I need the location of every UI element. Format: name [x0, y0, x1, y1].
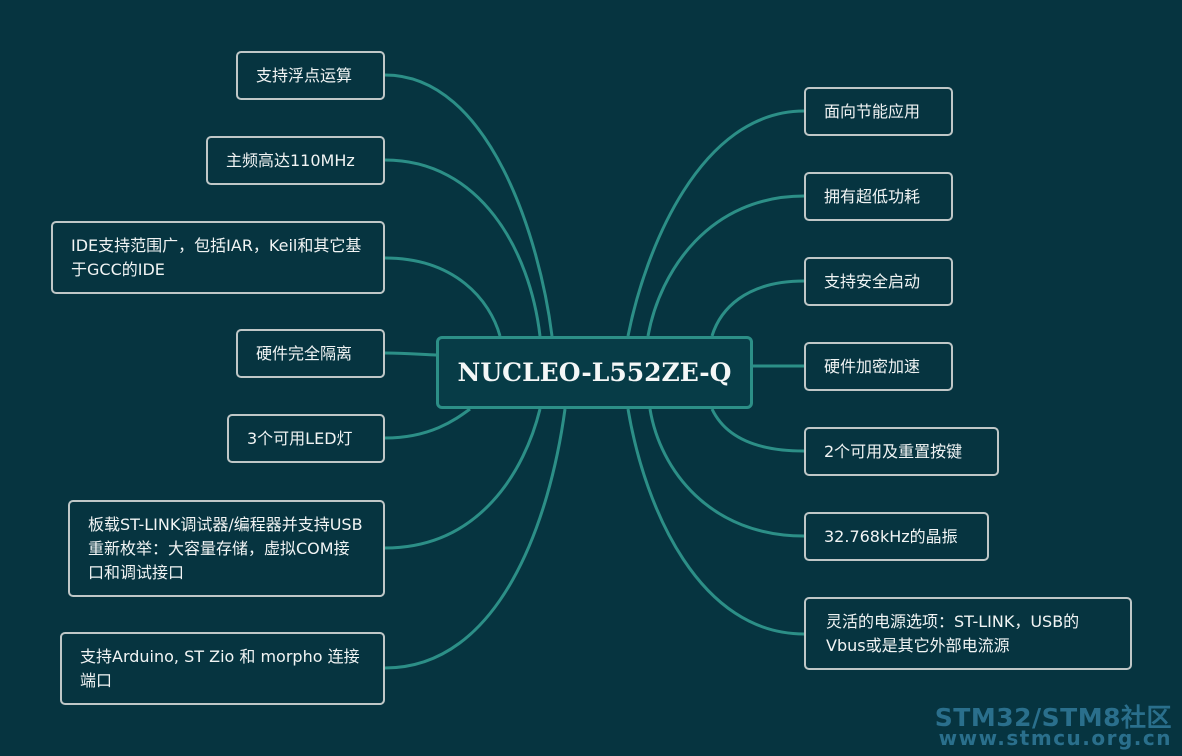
node-label: 支持浮点运算: [256, 65, 353, 85]
node-st-link[interactable]: 板载ST-LINK调试器/编程器并支持USB重新枚举：大容量存储，虚拟COM接口…: [68, 500, 385, 597]
connector-line: [626, 408, 805, 636]
node-label: 拥有超低功耗: [824, 186, 921, 206]
node-label: 灵活的电源选项：ST-LINK，USB的Vbus或是其它外部电流源: [826, 611, 1080, 655]
connector-line: [710, 408, 805, 453]
node-floating-point[interactable]: 支持浮点运算: [236, 51, 385, 100]
node-label: 支持Arduino, ST Zio 和 morpho 连接端口: [80, 646, 360, 690]
node-label: 32.768kHz的晶振: [824, 526, 958, 546]
node-label: 支持安全启动: [824, 271, 921, 291]
node-energy-saving[interactable]: 面向节能应用: [804, 87, 953, 136]
node-buttons[interactable]: 2个可用及重置按键: [804, 427, 999, 476]
connector-line: [384, 351, 437, 357]
node-label: IDE支持范围广，包括IAR，Keil和其它基于GCC的IDE: [71, 235, 362, 279]
connector-line: [384, 408, 542, 550]
node-label: 2个可用及重置按键: [824, 441, 963, 461]
node-label: 硬件加密加速: [824, 356, 921, 376]
node-led[interactable]: 3个可用LED灯: [227, 414, 385, 463]
node-connectors[interactable]: 支持Arduino, ST Zio 和 morpho 连接端口: [60, 632, 385, 705]
node-crypto[interactable]: 硬件加密加速: [804, 342, 953, 391]
connector-line: [384, 256, 502, 337]
connector-line: [384, 73, 554, 337]
node-label: 板载ST-LINK调试器/编程器并支持USB重新枚举：大容量存储，虚拟COM接口…: [88, 514, 363, 582]
central-topic[interactable]: NUCLEO-L552ZE-Q: [436, 336, 753, 409]
node-low-power[interactable]: 拥有超低功耗: [804, 172, 953, 221]
connector-line: [384, 158, 542, 337]
node-ide-support[interactable]: IDE支持范围广，包括IAR，Keil和其它基于GCC的IDE: [51, 221, 385, 294]
connector-line: [384, 407, 471, 440]
watermark-url: www.stmcu.org.cn: [938, 726, 1172, 750]
central-topic-label: NUCLEO-L552ZE-Q: [457, 358, 732, 387]
node-label: 硬件完全隔离: [256, 343, 353, 363]
node-label: 主频高达110MHz: [226, 150, 355, 170]
connector-line: [648, 408, 805, 538]
watermark-title: STM32/STM8社区: [934, 703, 1172, 732]
node-label: 面向节能应用: [824, 101, 921, 121]
connector-line: [626, 109, 805, 337]
connector-line: [384, 408, 567, 670]
node-label: 3个可用LED灯: [247, 428, 353, 448]
connector-line: [646, 194, 805, 337]
node-hardware-isolation[interactable]: 硬件完全隔离: [236, 329, 385, 378]
node-power-options[interactable]: 灵活的电源选项：ST-LINK，USB的Vbus或是其它外部电流源: [804, 597, 1132, 670]
node-frequency[interactable]: 主频高达110MHz: [206, 136, 385, 185]
node-crystal[interactable]: 32.768kHz的晶振: [804, 512, 989, 561]
node-secure-boot[interactable]: 支持安全启动: [804, 257, 953, 306]
connector-line: [710, 279, 805, 337]
